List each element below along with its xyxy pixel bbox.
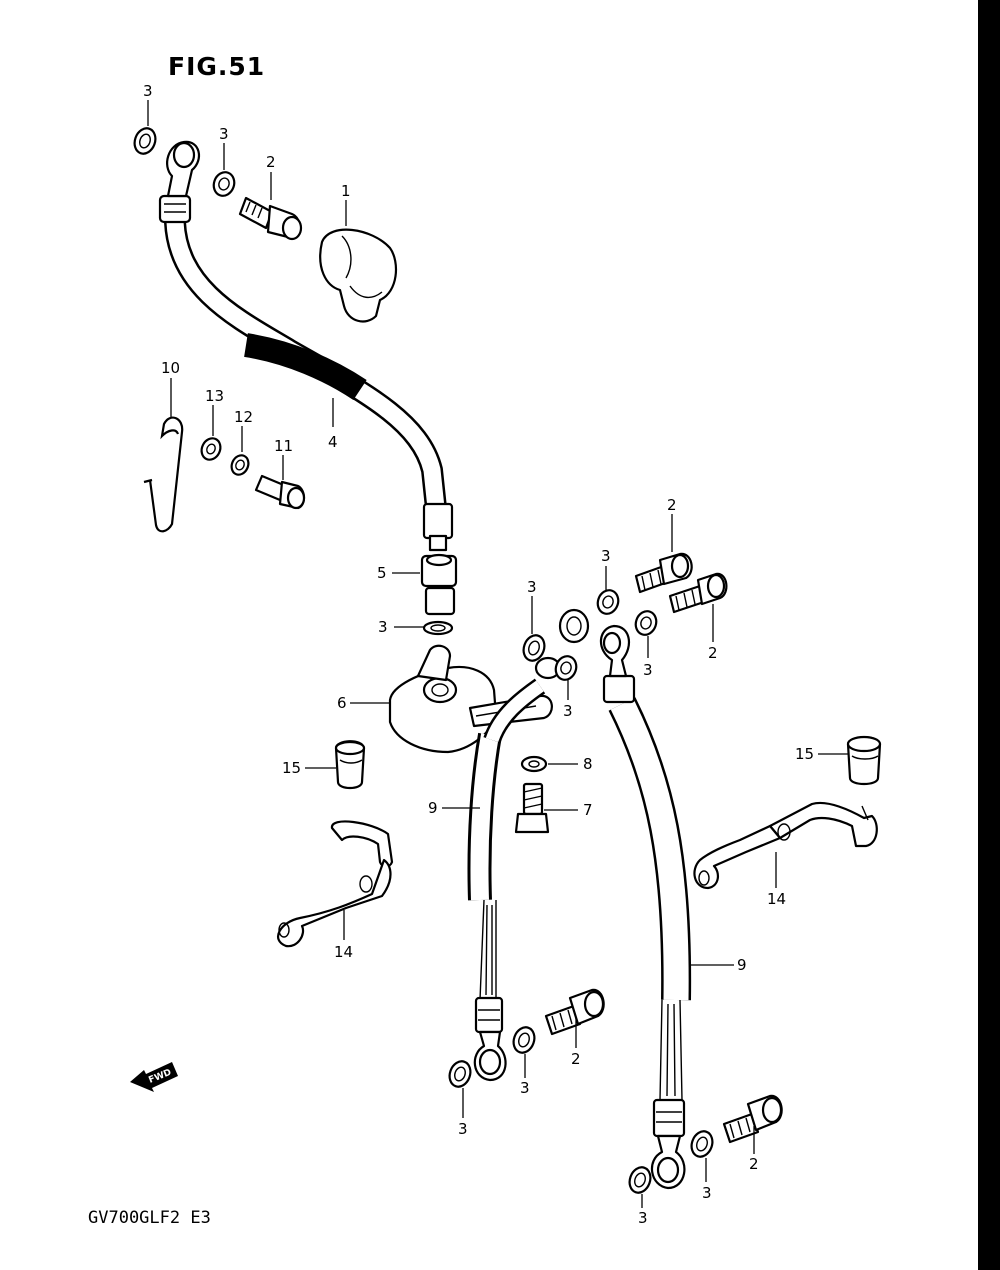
callout-11: 11 — [274, 437, 293, 455]
callout-3: 3 — [143, 82, 153, 100]
model-code: GV700GLF2 E3 — [88, 1208, 211, 1228]
banjo-bolt-upper-left — [238, 196, 303, 241]
fwd-arrow-icon: FWD — [130, 1062, 178, 1092]
callout-3: 3 — [643, 661, 653, 679]
lower-brake-hose-left — [467, 656, 562, 1082]
cap — [319, 228, 397, 323]
callout-7: 7 — [583, 801, 593, 819]
callout-15: 15 — [282, 759, 301, 777]
callout-12: 12 — [234, 408, 253, 426]
callout-15: 15 — [795, 745, 814, 763]
callout-2: 2 — [266, 153, 276, 171]
callout-2: 2 — [708, 644, 718, 662]
fastener-set-11-13 — [200, 437, 306, 510]
callout-6: 6 — [337, 694, 347, 712]
callout-labels: 1 2 3 3 4 10 13 12 11 5 3 6 3 3 3 3 2 2 … — [143, 82, 814, 1227]
callout-3: 3 — [527, 578, 537, 596]
callout-3: 3 — [638, 1209, 648, 1227]
banjo-bolt-lower-right — [628, 1094, 783, 1194]
callout-1: 1 — [341, 182, 351, 200]
callout-3: 3 — [219, 125, 229, 143]
upper-brake-hose — [158, 140, 454, 552]
banjo-bolt-lower-left — [448, 988, 605, 1088]
scan-border — [978, 0, 1000, 1270]
hose-clip — [143, 416, 184, 533]
callout-9: 9 — [428, 799, 438, 817]
callout-9: 9 — [737, 956, 747, 974]
callout-2: 2 — [571, 1050, 581, 1068]
callout-5: 5 — [377, 564, 387, 582]
callout-3: 3 — [601, 547, 611, 565]
callout-4: 4 — [328, 433, 338, 451]
grommets — [334, 735, 882, 790]
banjo-bolts-right-upper — [634, 552, 728, 614]
leader-lines — [147, 100, 848, 1208]
callout-3: 3 — [378, 618, 388, 636]
union-nut — [420, 553, 458, 636]
callout-3: 3 — [563, 702, 573, 720]
bracket-right — [693, 801, 878, 890]
callout-14: 14 — [767, 890, 786, 908]
callout-8: 8 — [583, 755, 593, 773]
callout-14: 14 — [334, 943, 353, 961]
bracket-left — [277, 820, 394, 948]
fastener-set-7-8 — [514, 755, 550, 834]
callout-10: 10 — [161, 359, 180, 377]
washers-center — [522, 589, 658, 681]
callout-3: 3 — [520, 1079, 530, 1097]
callout-3: 3 — [458, 1120, 468, 1138]
callout-13: 13 — [205, 387, 224, 405]
lower-brake-hose-right — [599, 624, 692, 1190]
callout-2: 2 — [749, 1155, 759, 1173]
callout-2: 2 — [667, 496, 677, 514]
washers-top — [133, 127, 236, 197]
figure-title: FIG.51 — [168, 52, 266, 81]
callout-3: 3 — [702, 1184, 712, 1202]
